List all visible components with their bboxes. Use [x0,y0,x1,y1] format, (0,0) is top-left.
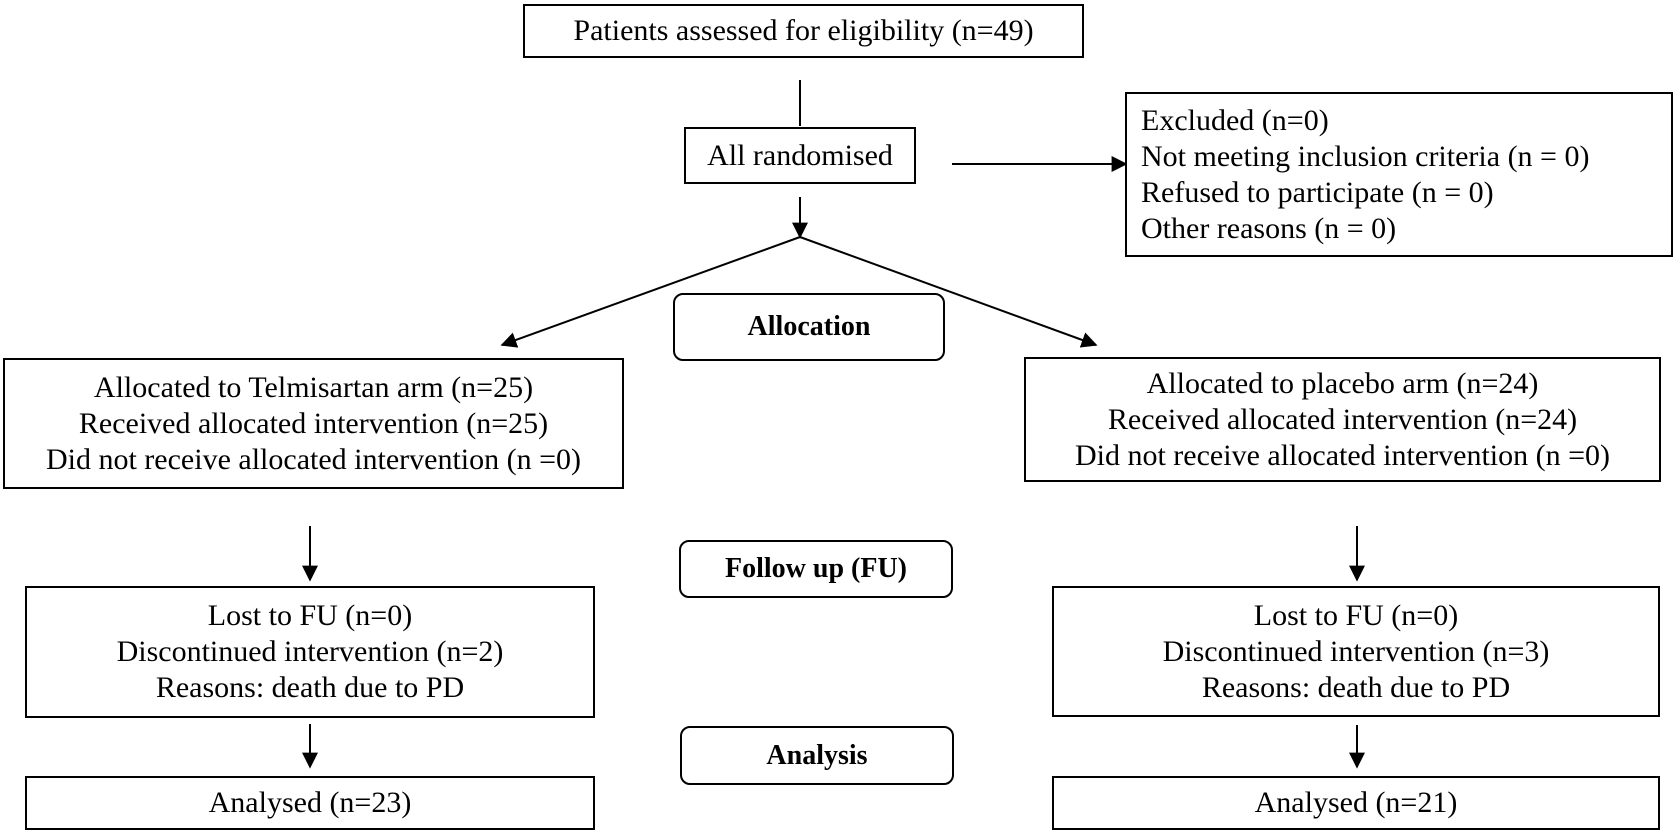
assessed-text: Patients assessed for eligibility (n=49) [573,14,1034,47]
left-analysis-box: Analysed (n=23) [25,776,595,830]
left-allocation-line: Allocated to Telmisartan arm (n=25) [93,370,534,404]
right-followup-line: Reasons: death due to PD [1201,670,1511,704]
right-followup-box: Lost to FU (n=0) Discontinued interventi… [1052,586,1660,717]
left-followup-line: Discontinued intervention (n=2) [116,635,504,668]
right-allocation-box: Allocated to placebo arm (n=24) Received… [1024,357,1661,482]
stage-allocation-label: Allocation [747,311,871,342]
left-followup-line: Reasons: death due to PD [155,671,465,704]
randomised-text: All randomised [707,138,893,172]
assessed-box: Patients assessed for eligibility (n=49) [523,4,1084,58]
stage-follow-up: Follow up (FU) [679,540,953,598]
right-followup-line: Lost to FU (n=0) [1253,598,1459,632]
excluded-line: Excluded (n=0) [1141,103,1329,137]
excluded-line: Refused to participate (n = 0) [1141,175,1494,209]
right-analysis-text: Analysed (n=21) [1254,786,1458,819]
right-allocation-line: Received allocated intervention (n=24) [1107,402,1578,436]
arrow-to-left-arm [500,236,801,348]
excluded-line: Other reasons (n = 0) [1141,211,1397,245]
excluded-line: Not meeting inclusion criteria (n = 0) [1141,139,1590,173]
left-followup-line: Lost to FU (n=0) [207,599,413,632]
randomised-box: All randomised [684,127,916,184]
right-followup-line: Discontinued intervention (n=3) [1162,634,1550,668]
arrow-to-right-arm [799,236,1098,348]
stage-allocation: Allocation [673,293,945,361]
right-allocation-line: Allocated to placebo arm (n=24) [1146,366,1539,400]
left-allocation-line: Did not receive allocated intervention (… [45,442,582,476]
left-analysis-text: Analysed (n=23) [208,786,412,819]
stage-analysis: Analysis [680,726,954,785]
left-allocation-box: Allocated to Telmisartan arm (n=25) Rece… [3,358,624,489]
stage-analysis-label: Analysis [766,739,868,771]
stage-follow-up-label: Follow up (FU) [725,553,907,584]
right-allocation-line: Did not receive allocated intervention (… [1074,438,1611,472]
right-analysis-box: Analysed (n=21) [1052,776,1660,830]
left-followup-box: Lost to FU (n=0) Discontinued interventi… [25,586,595,718]
left-allocation-line: Received allocated intervention (n=25) [78,406,549,440]
excluded-box: Excluded (n=0) Not meeting inclusion cri… [1125,92,1673,257]
